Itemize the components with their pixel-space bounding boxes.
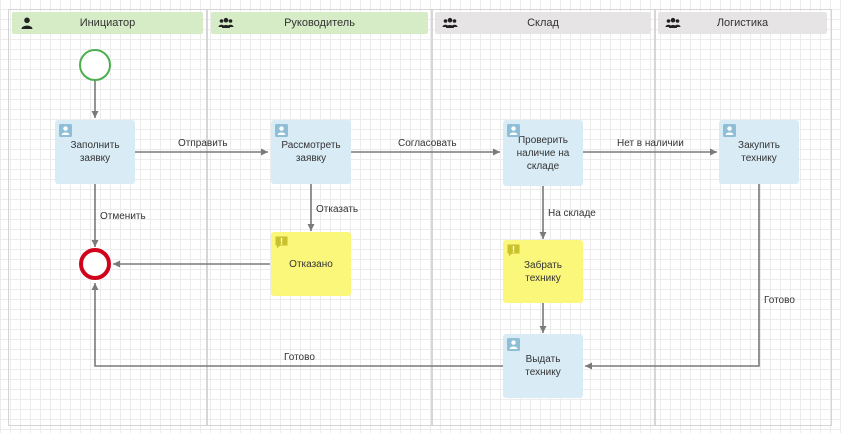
flow-done-issue[interactable] — [91, 283, 503, 367]
task-pick-equipment[interactable]: Забрать технику — [503, 240, 583, 303]
lane-title: Логистика — [716, 17, 769, 29]
notification-icon — [507, 244, 520, 257]
users-icon — [665, 17, 681, 28]
user-task-icon — [723, 124, 736, 137]
lane-separator — [431, 10, 433, 425]
task-review-request[interactable]: Рассмотреть заявку — [271, 120, 351, 184]
flow-label-done-issue: Готово — [284, 352, 315, 363]
user-icon — [21, 17, 33, 29]
flow-label-approve: Согласовать — [398, 138, 457, 149]
lane-header-initiator[interactable]: Инициатор — [12, 12, 203, 34]
task-issue-equipment[interactable]: Выдать технику — [503, 334, 583, 398]
lane-header-manager[interactable]: Руководитель — [211, 12, 428, 34]
user-task-icon — [275, 124, 288, 137]
task-label: Рассмотреть заявку — [281, 140, 341, 164]
user-task-icon — [507, 124, 520, 137]
lane-title: Склад — [527, 17, 559, 29]
task-check-stock[interactable]: Проверить наличие на складе — [503, 120, 583, 186]
task-label: Отказано — [289, 258, 333, 270]
task-label: Закупить технику — [738, 140, 780, 164]
end-event[interactable] — [78, 247, 112, 281]
task-label: Заполнить заявку — [70, 140, 120, 164]
users-icon — [218, 17, 234, 28]
flow-done-logistics[interactable] — [585, 184, 760, 370]
flow-label-reject: Отказать — [316, 204, 359, 215]
task-label: Забрать технику — [523, 259, 563, 284]
notification-icon — [275, 236, 288, 249]
lane-header-logistics[interactable]: Логистика — [658, 12, 827, 34]
task-fill-request[interactable]: Заполнить заявку — [55, 120, 135, 184]
start-event[interactable] — [78, 48, 112, 82]
lane-header-warehouse[interactable]: Склад — [435, 12, 651, 34]
lane-title: Инициатор — [79, 17, 136, 29]
lane-separator — [206, 10, 208, 425]
flow-label-cancel: Отменить — [100, 211, 146, 222]
users-icon — [442, 17, 458, 28]
flow-label-done-logistics: Готово — [764, 295, 795, 306]
task-label: Выдать технику — [525, 354, 561, 378]
task-buy-equipment[interactable]: Закупить технику — [719, 120, 799, 184]
flow-label-not-in-stock: Нет в наличии — [617, 138, 684, 149]
flow-label-in-stock: На складе — [548, 208, 596, 219]
task-label: Проверить наличие на складе — [516, 134, 570, 172]
lane-title: Руководитель — [284, 17, 355, 29]
flow-label-send: Отправить — [178, 138, 228, 149]
pool-frame — [8, 9, 832, 426]
user-task-icon — [59, 124, 72, 137]
user-task-icon — [507, 338, 520, 351]
lane-separator — [654, 10, 656, 425]
task-rejected[interactable]: Отказано — [271, 232, 351, 296]
